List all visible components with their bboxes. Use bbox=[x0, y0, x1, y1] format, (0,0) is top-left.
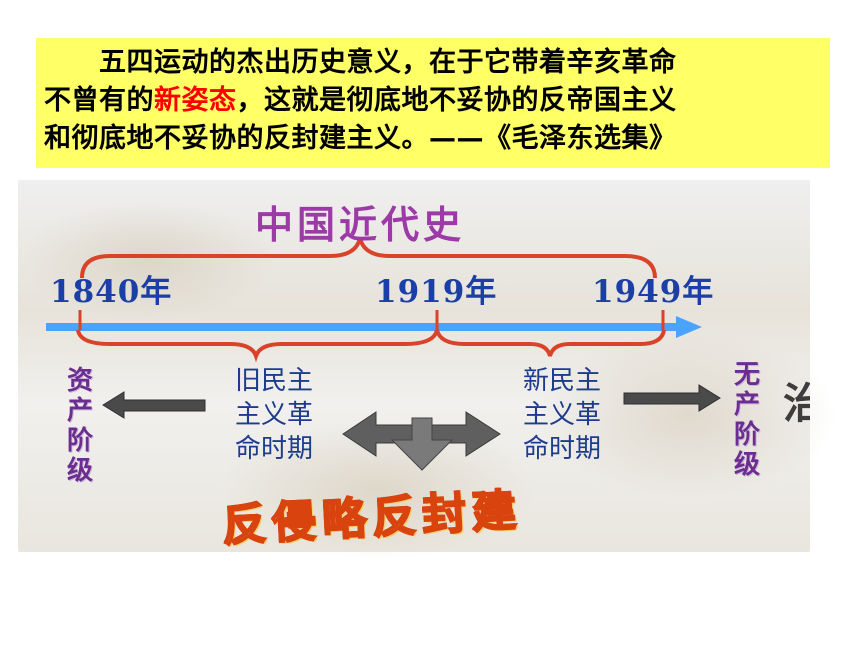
banner-text: 反侵略反封建 bbox=[220, 484, 524, 553]
quote-line-1-text: 五四运动的杰出历史意义，在于它带着辛亥革命 bbox=[99, 47, 677, 78]
period-new-democratic: 新民主主义革命时期 bbox=[522, 366, 601, 464]
brace-new-democratic bbox=[435, 329, 666, 357]
quote-line-3-text: 和彻底地不妥协的反封建主义。——《毛泽东选集》 bbox=[44, 123, 677, 154]
quote-line-2: 不曾有的新姿态，这就是彻底地不妥协的反帝国主义 bbox=[44, 82, 826, 120]
arrow-to-bourgeoisie bbox=[102, 391, 206, 419]
quote-text: 五四运动的杰出历史意义，在于它带着辛亥革命 不曾有的新姿态，这就是彻底地不妥协的… bbox=[44, 44, 826, 158]
timeline-title: 中国近代史 bbox=[255, 203, 466, 247]
brace-old-democratic bbox=[76, 329, 439, 363]
label-proletariat: 无产阶级 bbox=[733, 360, 760, 480]
arrow-to-proletariat bbox=[623, 384, 721, 412]
down-arrow bbox=[390, 417, 454, 471]
quote-line-1: 五四运动的杰出历史意义，在于它带着辛亥革命 bbox=[44, 44, 826, 82]
year-1840: 1840年 bbox=[50, 274, 173, 310]
partial-glyph-right: 治 bbox=[783, 379, 810, 428]
quote-line-2-before: 不曾有的 bbox=[44, 85, 154, 116]
quote-highlight: 新姿态 bbox=[154, 85, 237, 116]
quote-box: 五四运动的杰出历史意义，在于它带着辛亥革命 不曾有的新姿态，这就是彻底地不妥协的… bbox=[36, 38, 830, 168]
background-cloud bbox=[538, 330, 838, 500]
period-old-democratic: 旧民主主义革命时期 bbox=[234, 366, 313, 464]
background-cloud bbox=[18, 200, 278, 320]
year-1919: 1919年 bbox=[375, 274, 498, 310]
quote-line-2-after: ，这就是彻底地不妥协的反帝国主义 bbox=[236, 85, 677, 116]
year-1949: 1949年 bbox=[592, 274, 715, 310]
timeline-arrowhead bbox=[676, 316, 702, 338]
quote-line-3: 和彻底地不妥协的反封建主义。——《毛泽东选集》 bbox=[44, 120, 826, 158]
label-bourgeoisie: 资产阶级 bbox=[66, 366, 93, 486]
banner-anti-aggression-anti-feudal: 反侵略反封建 bbox=[212, 478, 632, 553]
top-brace bbox=[80, 237, 657, 279]
diagram-background bbox=[18, 180, 838, 560]
